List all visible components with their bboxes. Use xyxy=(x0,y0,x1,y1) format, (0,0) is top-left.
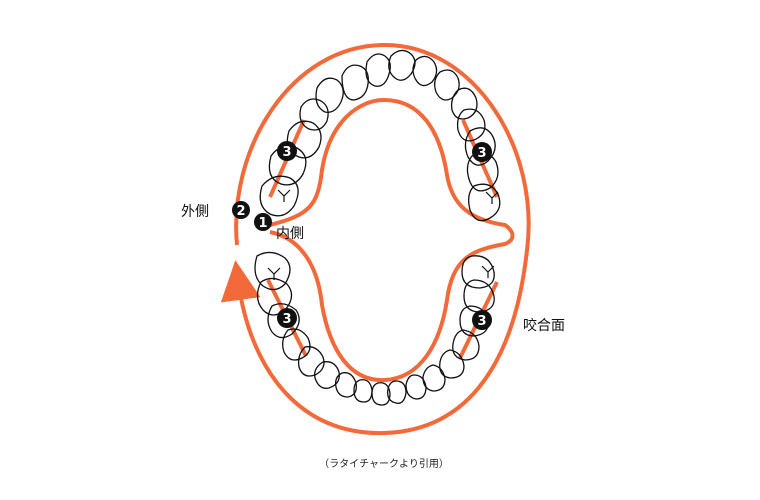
label-occlusal: 咬合面 xyxy=(523,317,565,334)
tooth xyxy=(456,108,486,142)
tooth xyxy=(314,361,340,389)
tooth xyxy=(353,379,373,403)
marker-three-lower-right: 3 xyxy=(472,310,492,330)
svg-text:3: 3 xyxy=(282,312,291,327)
label-inner: 内側 xyxy=(276,226,304,242)
marker-three-upper-right: 3 xyxy=(472,142,492,162)
svg-text:3: 3 xyxy=(282,145,291,160)
tooth xyxy=(259,175,299,217)
tooth xyxy=(334,372,357,398)
upper-teeth xyxy=(259,49,501,222)
tooth xyxy=(315,77,344,113)
tooth xyxy=(267,303,300,339)
tooth xyxy=(297,346,325,377)
label-outer: 外側 xyxy=(181,204,209,220)
source-caption: （ラタイチャークより引用） xyxy=(319,458,449,470)
lower-teeth xyxy=(254,251,495,406)
molar-grooves xyxy=(267,189,499,280)
tooth xyxy=(299,98,329,131)
tooth xyxy=(282,328,311,361)
svg-text:2: 2 xyxy=(236,204,245,219)
tooth xyxy=(387,380,407,404)
tooth xyxy=(422,364,446,392)
svg-text:1: 1 xyxy=(258,216,267,231)
tooth xyxy=(412,55,438,87)
inner-brushing-path xyxy=(269,97,515,383)
tooth xyxy=(365,53,391,87)
svg-text:3: 3 xyxy=(477,314,486,329)
marker-one: 1 xyxy=(254,213,272,231)
tooth xyxy=(468,183,501,222)
svg-text:3: 3 xyxy=(477,146,486,161)
tooth xyxy=(434,69,460,101)
marker-three-upper-left: 3 xyxy=(277,141,297,161)
tooth xyxy=(341,64,369,101)
tooth xyxy=(450,87,478,120)
tooth xyxy=(452,329,480,361)
tooth xyxy=(254,251,291,291)
tooth xyxy=(464,127,496,166)
marker-three-lower-left: 3 xyxy=(277,308,297,328)
tooth xyxy=(461,255,495,289)
outer-brushing-path xyxy=(220,42,531,436)
tooth xyxy=(388,49,416,81)
marker-two: 2 xyxy=(232,201,250,219)
tooth xyxy=(405,374,427,400)
